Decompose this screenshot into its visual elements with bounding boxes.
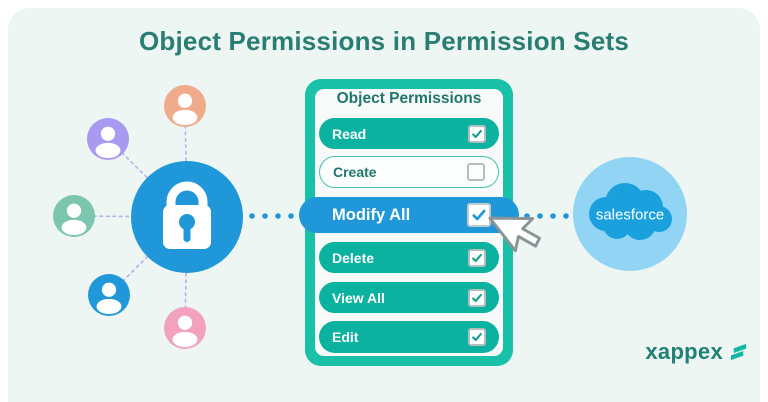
object-permissions-panel: Object Permissions Read Create Modify Al… bbox=[299, 79, 519, 366]
panel-title: Object Permissions bbox=[336, 90, 482, 107]
user-icon bbox=[164, 307, 206, 349]
user-icon bbox=[53, 195, 95, 237]
user-icon bbox=[164, 85, 206, 127]
modify-all-checkbox[interactable] bbox=[467, 203, 491, 227]
check-icon bbox=[472, 293, 482, 302]
permission-row-read[interactable]: Read bbox=[319, 118, 499, 149]
permission-label: Edit bbox=[332, 329, 359, 345]
check-icon bbox=[472, 253, 482, 262]
xappex-logo: xappex bbox=[645, 339, 748, 365]
permission-label: Create bbox=[333, 164, 377, 180]
permission-row-edit[interactable]: Edit bbox=[319, 321, 499, 353]
read-checkbox[interactable] bbox=[468, 124, 486, 143]
salesforce-cloud-icon bbox=[589, 183, 672, 240]
page-title: Object Permissions in Permission Sets bbox=[138, 26, 630, 56]
permission-row-modify-all[interactable]: Modify All bbox=[299, 197, 519, 233]
salesforce-logo: salesforce bbox=[573, 157, 687, 271]
permission-row-create[interactable]: Create bbox=[319, 156, 499, 188]
permission-label: Read bbox=[332, 125, 367, 142]
check-icon bbox=[472, 129, 482, 138]
xappex-logo-icon bbox=[730, 343, 747, 361]
permission-label: View All bbox=[332, 289, 385, 306]
salesforce-label: salesforce bbox=[596, 207, 664, 224]
permission-label: Delete bbox=[332, 249, 375, 266]
permission-label: Modify All bbox=[332, 205, 411, 224]
check-icon bbox=[472, 332, 482, 342]
user-icon bbox=[88, 274, 130, 316]
delete-checkbox[interactable] bbox=[468, 248, 486, 267]
check-icon bbox=[472, 209, 486, 221]
xappex-logo-text: xappex bbox=[645, 339, 723, 364]
edit-checkbox[interactable] bbox=[468, 328, 486, 346]
permission-row-delete[interactable]: Delete bbox=[319, 242, 499, 273]
permission-row-view-all[interactable]: View All bbox=[319, 282, 499, 313]
create-checkbox[interactable] bbox=[467, 163, 485, 181]
view-all-checkbox[interactable] bbox=[468, 288, 486, 307]
user-icon bbox=[87, 118, 129, 160]
lock-icon bbox=[131, 161, 243, 273]
